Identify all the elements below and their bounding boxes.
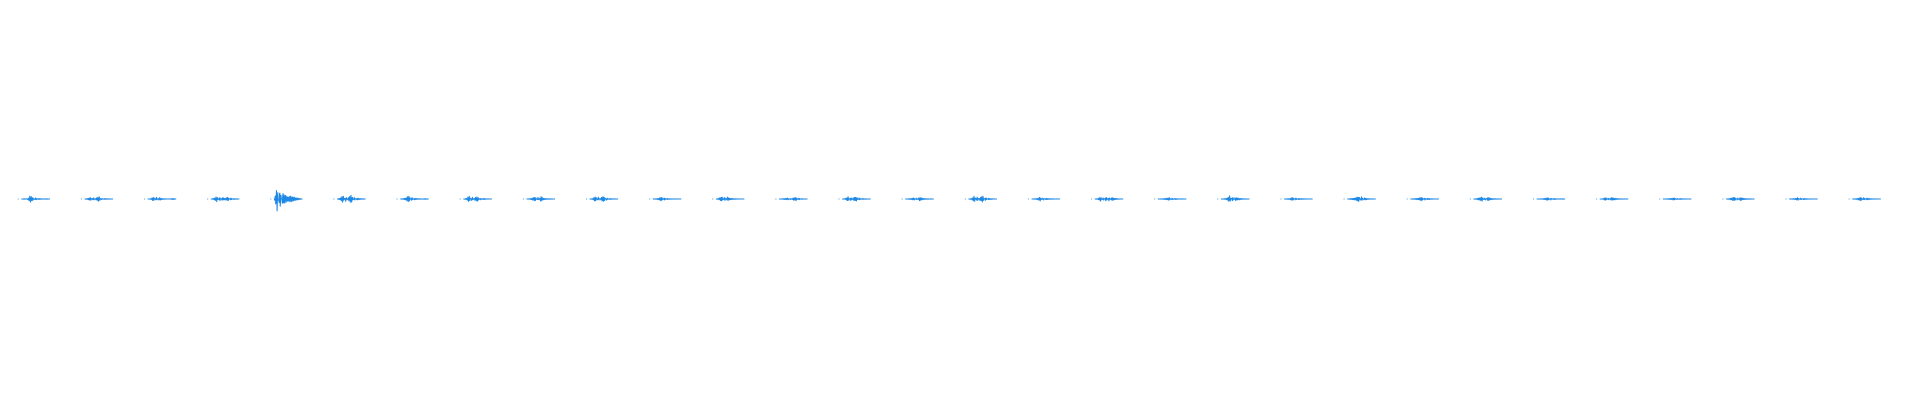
- waveform-segment-15: [905, 197, 934, 202]
- waveform-segment-3: [147, 196, 177, 201]
- waveform-segment-12: [715, 196, 745, 202]
- waveform-segment-8: [463, 195, 492, 202]
- waveform-segment-26: [1599, 197, 1629, 201]
- waveform-segment-30: [1852, 197, 1881, 202]
- waveform-segment-17: [1031, 196, 1061, 202]
- waveform-segment-29: [1789, 197, 1818, 201]
- waveform-segment-28: [1725, 196, 1755, 202]
- waveform-segment-6: [336, 194, 366, 203]
- waveform-segment-20: [1220, 195, 1250, 202]
- waveform-segment-18: [1094, 196, 1124, 202]
- waveform-segment-1: [21, 195, 51, 203]
- waveform-segment-11: [652, 196, 682, 202]
- waveform-segment-10: [589, 196, 619, 202]
- waveform-segment-16: [968, 195, 998, 203]
- waveform-segment-25: [1536, 197, 1566, 201]
- waveform-segment-4: [210, 196, 240, 203]
- waveform-segment-27: [1662, 197, 1692, 201]
- waveform-segment-21: [1283, 197, 1313, 201]
- waveform-segment-22: [1347, 196, 1376, 202]
- waveform-segment-19: [1157, 197, 1187, 201]
- waveform-segment-13: [778, 197, 808, 202]
- waveform-segment-24: [1473, 196, 1503, 202]
- waveform-segment-2: [84, 196, 114, 202]
- waveform-segment-23: [1410, 196, 1439, 202]
- waveform-segment-14: [842, 196, 871, 202]
- waveform-segment-5: [273, 190, 303, 212]
- waveform-segment-9: [526, 196, 556, 202]
- waveform-segment-7: [400, 195, 429, 203]
